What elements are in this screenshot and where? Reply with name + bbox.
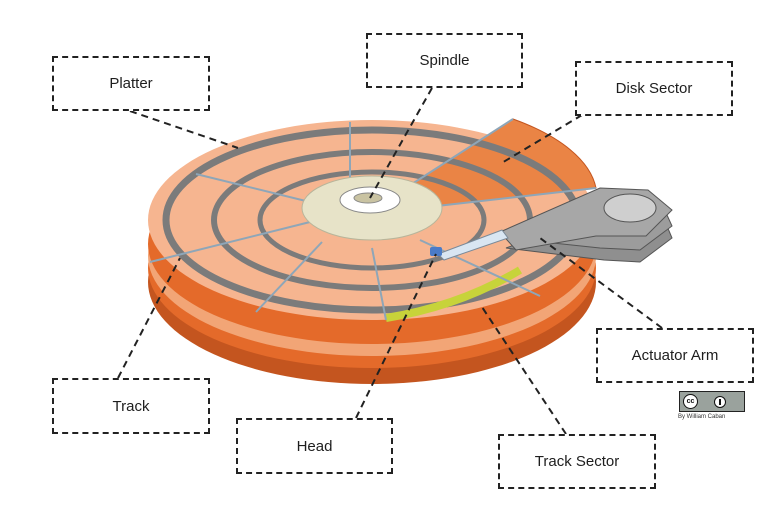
actuator-arm-label: Actuator Arm [596, 328, 754, 383]
leader-lines [117, 87, 663, 435]
leader-disk-sector [499, 114, 583, 165]
track-label: Track [52, 378, 210, 434]
hub-cap [353, 192, 383, 204]
track-sector-highlight [385, 266, 523, 322]
spoke [427, 187, 597, 208]
attribution-icon [714, 395, 726, 408]
spoke [255, 241, 323, 313]
creative-commons-badge: cc [679, 391, 745, 412]
platter-label: Platter [52, 56, 210, 111]
pivot [603, 193, 657, 223]
track-inner [257, 169, 487, 271]
leader-track [117, 257, 181, 379]
spoke [195, 173, 315, 204]
cc-icon: cc [683, 394, 698, 409]
spindle-label: Spindle [366, 33, 523, 88]
spindle-hub [301, 175, 443, 241]
actuator-arm [430, 187, 673, 263]
spoke [149, 221, 311, 263]
license-byline: By William Caban [678, 414, 726, 420]
sector-spokes [149, 118, 597, 321]
leader-track-sector [479, 303, 567, 435]
track-sector-label: Track Sector [498, 434, 656, 489]
read-write-head [430, 247, 442, 256]
spoke [371, 247, 387, 321]
disk-sector-label: Disk Sector [575, 61, 733, 116]
leader-head [355, 253, 437, 419]
leader-platter [129, 110, 239, 149]
leader-actuator-arm [539, 237, 663, 329]
leader-spindle [369, 87, 433, 199]
arm-slider [437, 229, 509, 261]
head-label: Head [236, 418, 393, 474]
spoke [411, 118, 514, 185]
